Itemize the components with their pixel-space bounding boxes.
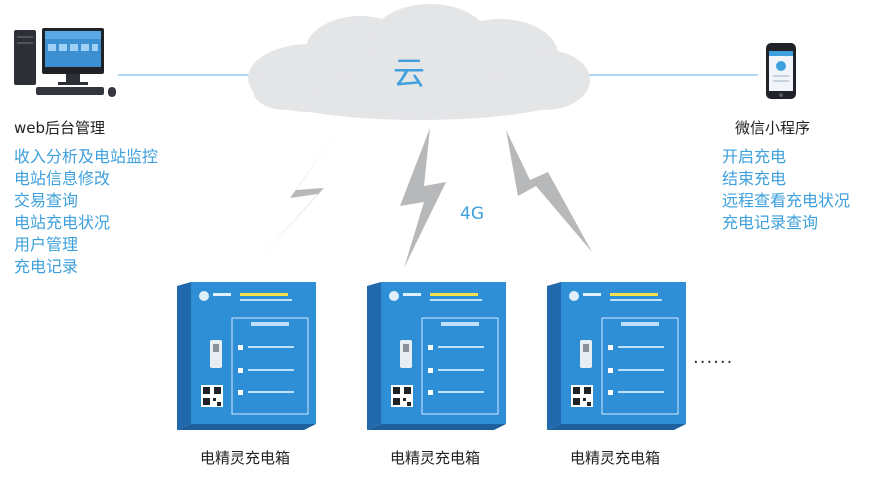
list-item: 收入分析及电站监控 (14, 147, 159, 166)
list-item: 充电记录 (14, 257, 79, 276)
list-item: 电站信息修改 (14, 169, 111, 188)
web-admin-title: web后台管理 (14, 119, 106, 137)
mini-program-function-list: 开启充电 结束充电 远程查看充电状况 充电记录查询 (722, 146, 850, 234)
charging-box-label-1: 电精灵充电箱 (199, 449, 290, 467)
charging-box-label-3: 电精灵充电箱 (569, 449, 660, 467)
mini-program-title: 微信小程序 (735, 119, 811, 137)
list-item: 充电记录查询 (722, 213, 819, 232)
list-item: 电站充电状况 (14, 213, 111, 232)
lightning-bolt-icon (400, 128, 446, 268)
more-ellipsis: ······ (693, 352, 734, 373)
charging-box-3 (547, 282, 686, 430)
cloud-label: 云 (393, 54, 426, 92)
lightning-bolt-icon (256, 128, 340, 262)
charging-box-2 (367, 282, 506, 430)
cloud-shape (248, 4, 590, 120)
charging-box-label-2: 电精灵充电箱 (389, 449, 480, 467)
desktop-computer-icon (14, 28, 116, 97)
lightning-bolt-icon (506, 130, 592, 252)
list-item: 结束充电 (722, 169, 787, 188)
web-admin-function-list: 收入分析及电站监控 电站信息修改 交易查询 电站充电状况 用户管理 充电记录 (14, 146, 158, 278)
list-item: 开启充电 (722, 147, 787, 166)
list-item: 用户管理 (14, 235, 79, 254)
network-label: 4G (460, 204, 484, 224)
list-item: 远程查看充电状况 (722, 191, 851, 210)
list-item: 交易查询 (14, 191, 79, 210)
charging-box-1 (177, 282, 316, 430)
smartphone-icon (766, 43, 796, 99)
